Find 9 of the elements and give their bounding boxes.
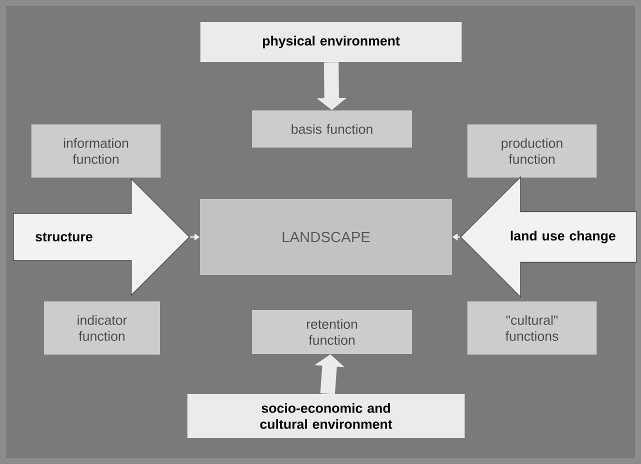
- function-box: "cultural" functions: [467, 301, 597, 355]
- function-box: production function: [467, 124, 597, 178]
- environment-box: socio-economic and cultural environment: [187, 394, 465, 438]
- function-box: information function: [31, 124, 161, 178]
- landscape-box: LANDSCAPE: [200, 199, 452, 275]
- function-box: retention function: [252, 310, 412, 354]
- function-box: basis function: [252, 110, 412, 148]
- function-box: indicator function: [44, 301, 160, 355]
- environment-box: physical environment: [200, 22, 462, 62]
